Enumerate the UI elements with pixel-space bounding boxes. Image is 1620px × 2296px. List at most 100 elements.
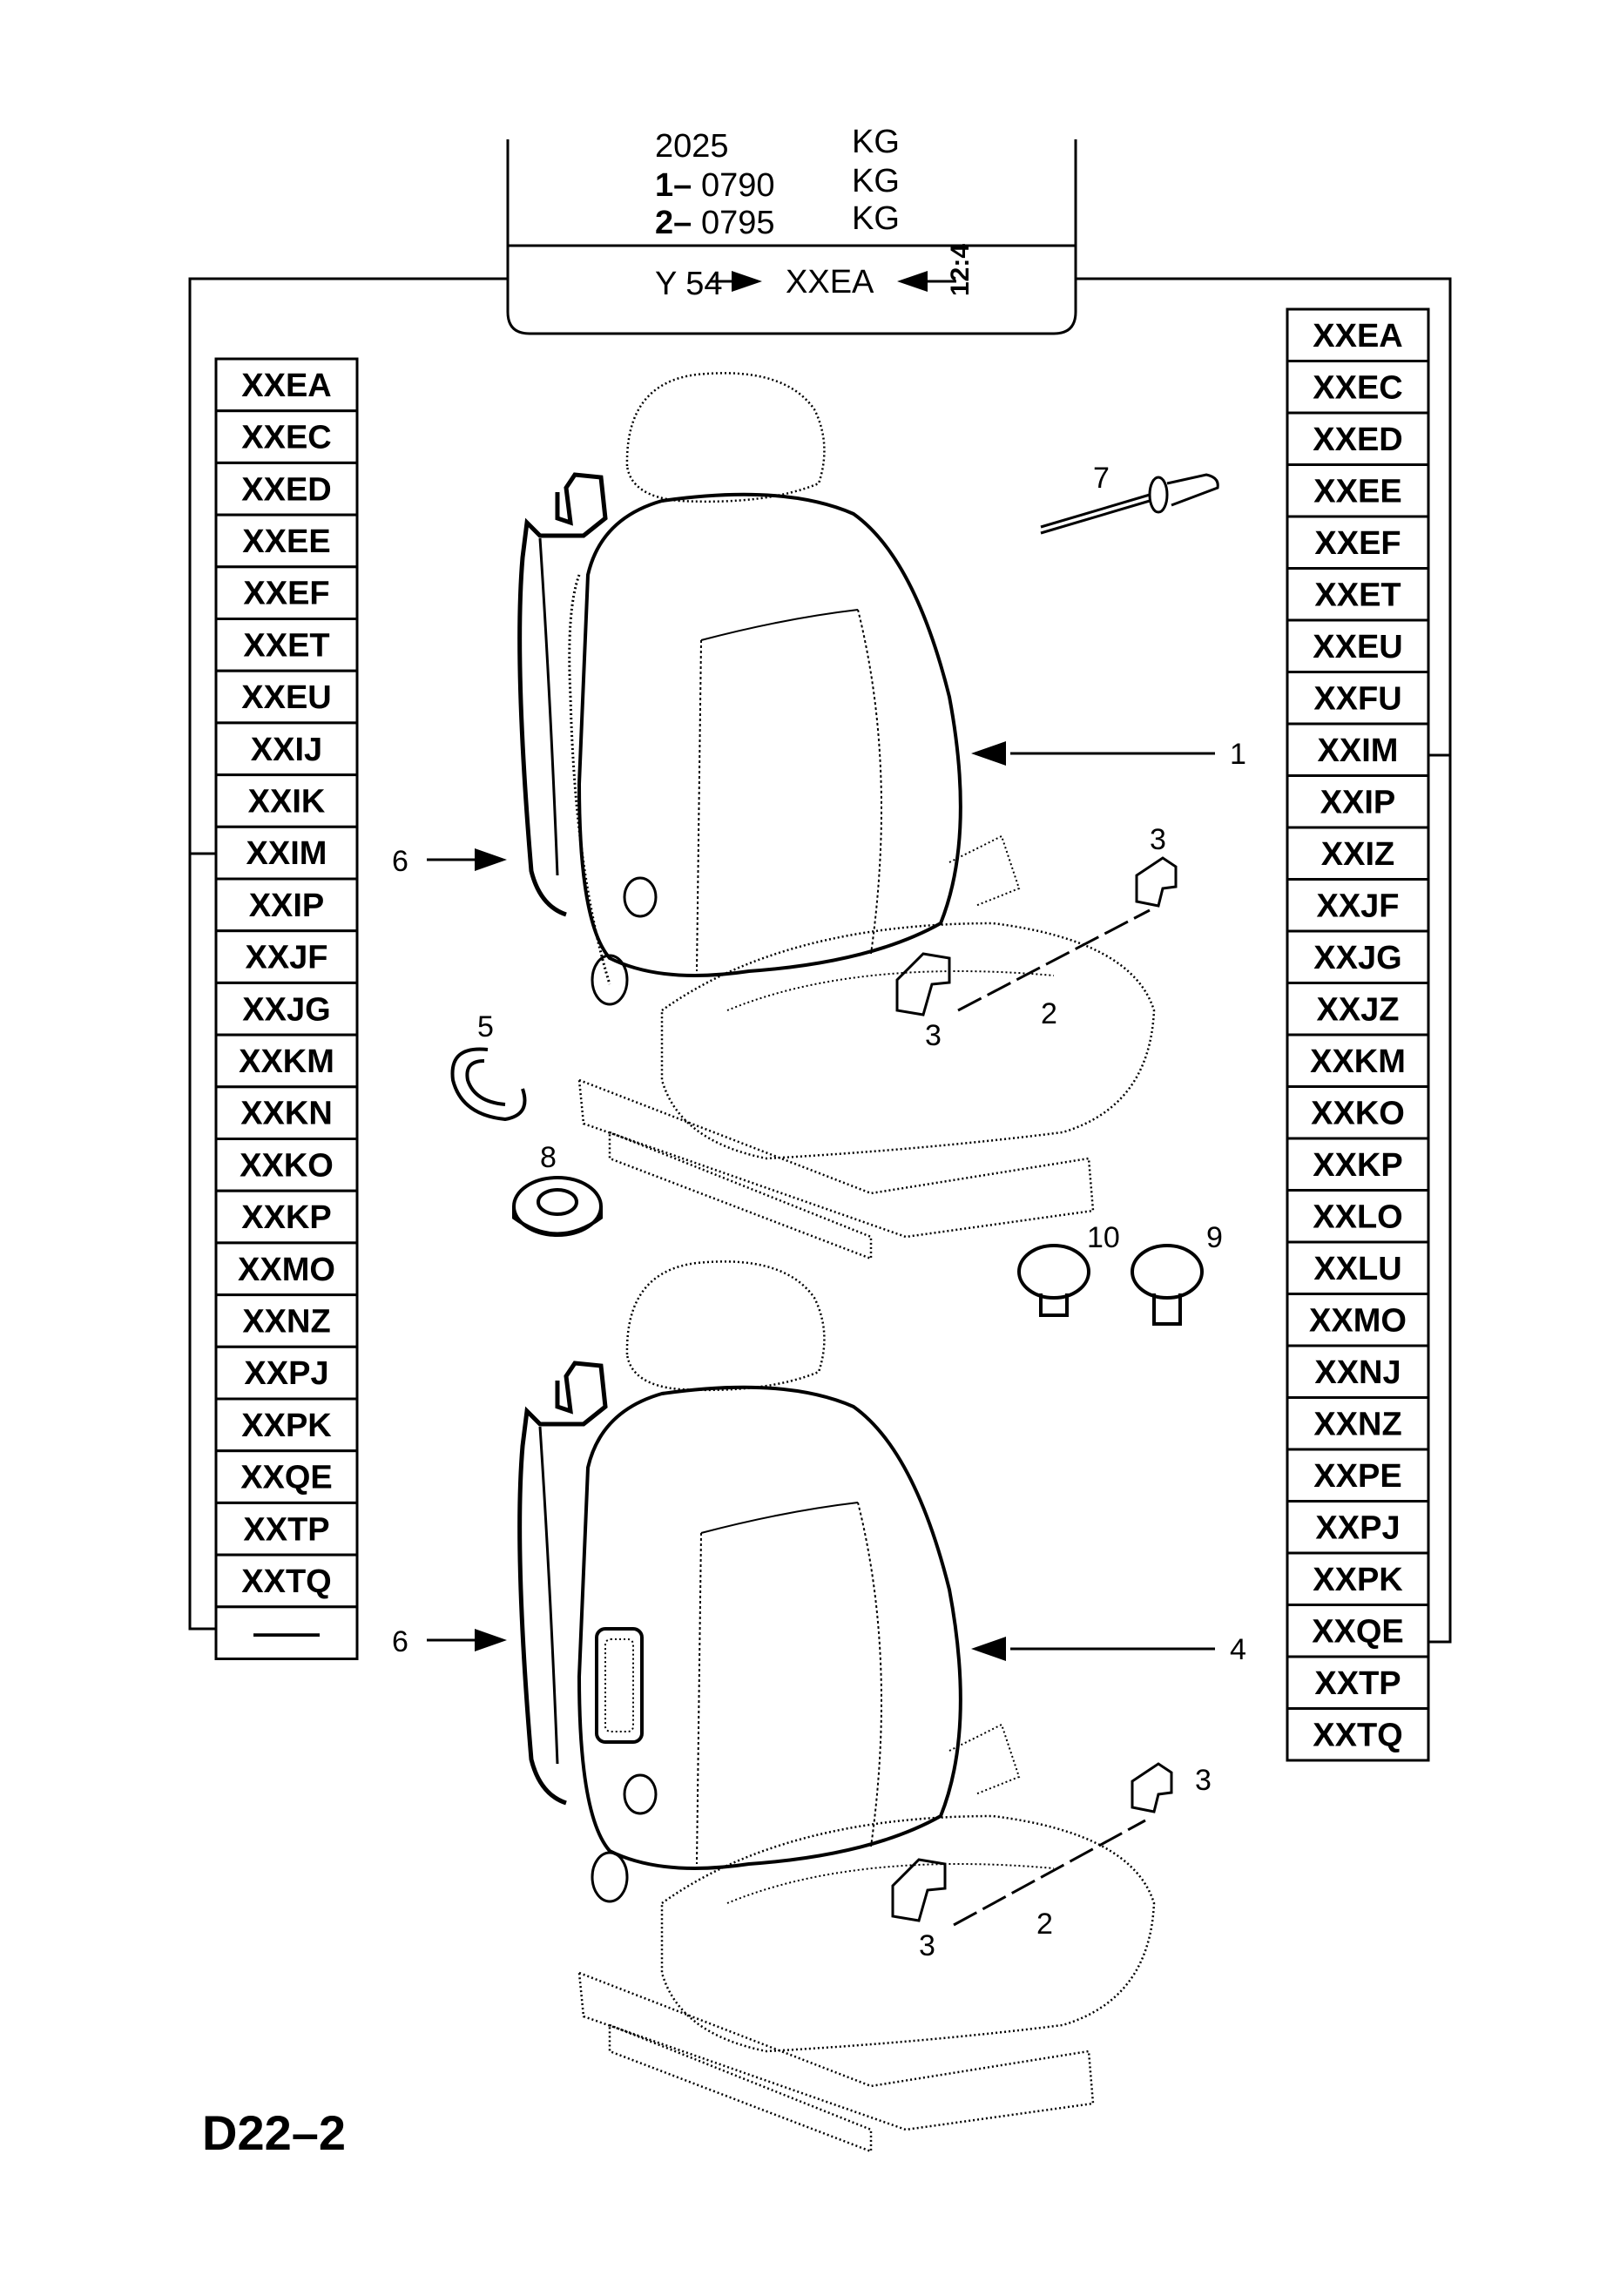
cap-part-icon	[1131, 1244, 1204, 1326]
arrowhead-icons	[475, 741, 1006, 1661]
code-label: XXJF	[1316, 888, 1399, 924]
clip-part-icon	[891, 1762, 1173, 1927]
code-label: XXIP	[249, 888, 325, 924]
code-label: XXIZ	[1321, 836, 1394, 873]
code-label: XXNZ	[242, 1303, 330, 1340]
code-cell	[1286, 722, 1430, 777]
code-label: XXED	[241, 471, 331, 508]
callout-3: 3	[925, 1019, 942, 1052]
code-label: XXPJ	[1315, 1509, 1400, 1546]
callout-2: 2	[1036, 1908, 1053, 1941]
upper-seat-illustration	[517, 372, 1156, 1260]
code-label: XXPJ	[244, 1355, 328, 1392]
header-unit-2: KG	[852, 163, 900, 199]
code-label: XXKP	[241, 1199, 331, 1236]
lower-seat-illustration	[517, 1260, 1156, 2153]
code-label: XXTP	[1314, 1665, 1401, 1702]
code-label: XXIP	[1320, 784, 1396, 820]
code-label: XXTQ	[1313, 1717, 1402, 1753]
code-label: ——	[253, 1616, 320, 1652]
callout-9: 9	[1206, 1221, 1223, 1254]
code-cell	[214, 1293, 359, 1348]
code-cell	[1286, 1604, 1430, 1658]
code-label: XXKM	[1310, 1043, 1406, 1080]
right-bracket	[1076, 277, 1452, 1644]
right-code-column: XXEAXXECXXEDXXEEXXEFXXETXXEUXXFUXXIMXXIP…	[1286, 307, 1430, 1762]
code-label: XXTP	[243, 1511, 329, 1548]
header-unit-3: KG	[852, 200, 900, 237]
left-bracket	[188, 277, 508, 1631]
header-code-2: 0790	[701, 167, 775, 204]
code-cell	[214, 825, 359, 881]
arrow-left-icon	[897, 271, 956, 292]
callout-2: 2	[1041, 997, 1057, 1030]
code-cell	[1286, 1500, 1430, 1555]
grommet-part-icon	[512, 1176, 603, 1237]
code-label: XXKP	[1313, 1147, 1402, 1184]
code-cell	[1286, 774, 1430, 829]
code-cell	[214, 1501, 359, 1557]
code-cell	[214, 1189, 359, 1245]
callout-1: 1	[1230, 738, 1246, 771]
code-label: XXEF	[1314, 525, 1401, 562]
code-cell	[1286, 463, 1430, 518]
code-label: XXQE	[240, 1460, 333, 1496]
code-cell	[1286, 929, 1430, 984]
code-label: XXLU	[1313, 1251, 1401, 1287]
left-code-column: XXEAXXECXXEDXXEEXXEFXXETXXEUXXIJXXIKXXIM…	[214, 357, 359, 1661]
callout-7: 7	[1093, 462, 1110, 495]
code-label: XXEF	[243, 576, 329, 612]
code-cell	[1286, 618, 1430, 673]
code-label: XXEA	[241, 368, 331, 404]
code-cell	[1286, 1396, 1430, 1451]
callout-5: 5	[477, 1010, 494, 1043]
code-label: XXEC	[241, 420, 331, 456]
code-label: XXJG	[1313, 940, 1401, 976]
header-prefix-2: 1–	[655, 167, 692, 204]
callout-6: 6	[392, 1625, 408, 1658]
code-label: XXPK	[241, 1408, 332, 1444]
code-label: XXTQ	[241, 1563, 331, 1600]
callout-6: 6	[392, 845, 408, 878]
code-cell	[214, 618, 359, 672]
code-label: XXKO	[240, 1147, 334, 1184]
code-cell	[214, 1085, 359, 1141]
code-label: XXEU	[241, 679, 331, 716]
arrow-right-icon	[710, 271, 762, 292]
header-code-1: 2025	[655, 128, 729, 165]
code-label: XXKO	[1311, 1095, 1405, 1131]
code-cell	[1286, 1707, 1430, 1762]
clip-part-icon	[895, 856, 1178, 1016]
code-label: XXEA	[1313, 318, 1402, 355]
code-label: XXIJ	[251, 732, 322, 768]
callout-8: 8	[540, 1141, 557, 1174]
cap-part-icon	[1017, 1244, 1090, 1317]
code-cell	[214, 565, 359, 620]
code-label: XXMO	[238, 1252, 335, 1288]
diagram-id-footer: D22–2	[202, 2105, 346, 2160]
code-label: XXJG	[242, 991, 330, 1028]
code-label: XXNZ	[1313, 1406, 1401, 1442]
callout-3: 3	[1195, 1764, 1212, 1797]
code-cell	[1286, 307, 1430, 362]
code-label: XXEE	[242, 523, 330, 560]
code-cell	[1286, 671, 1430, 726]
code-label: XXNJ	[1314, 1354, 1401, 1391]
code-label: XXKN	[240, 1096, 333, 1132]
code-label: XXFU	[1313, 680, 1401, 717]
code-label: XXED	[1313, 422, 1402, 458]
code-label: XXJZ	[1316, 991, 1399, 1028]
code-label: XXKM	[239, 1043, 334, 1080]
callout-3: 3	[919, 1929, 935, 1962]
code-cell	[214, 1605, 359, 1661]
header-block	[506, 139, 1077, 335]
leader-arrows	[427, 752, 1215, 1651]
code-label: XXIM	[246, 835, 327, 872]
header-unit-1: KG	[852, 124, 900, 160]
code-label: XXIM	[1318, 733, 1399, 769]
code-cell	[214, 409, 359, 464]
code-label: XXEU	[1313, 629, 1402, 665]
code-label: XXET	[1314, 577, 1401, 613]
code-cell	[214, 1241, 359, 1297]
